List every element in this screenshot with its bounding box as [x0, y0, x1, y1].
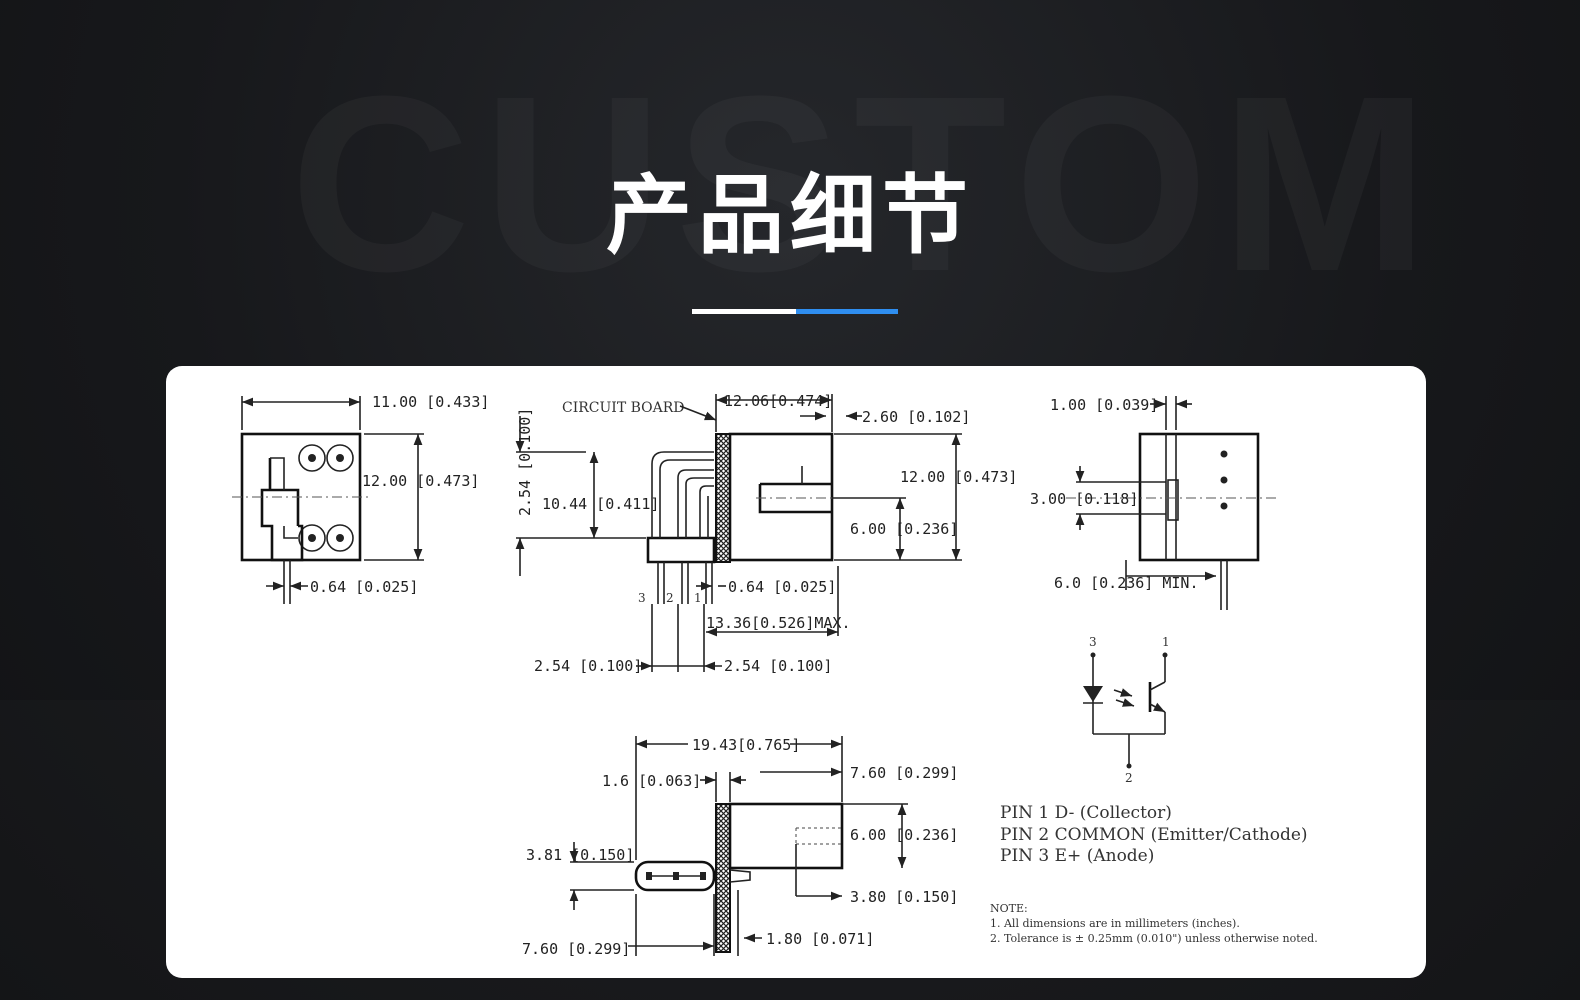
schematic-pin-3: 3 — [1089, 635, 1097, 649]
pin-number-3: 3 — [638, 591, 646, 605]
note-item-1: 1. All dimensions are in millimeters (in… — [990, 917, 1240, 930]
bar-height-dim: 3.81 [0.150] — [526, 846, 634, 864]
slot-offset-dim: 2.60 [0.102] — [862, 408, 970, 426]
pin-offset-dim: 1.80 [0.071] — [766, 930, 874, 948]
pin-bar — [634, 860, 716, 892]
base-length-dim: 7.60 [0.299] — [522, 940, 630, 958]
title-underline-blue — [796, 309, 898, 314]
right-pin-length-dim: 6.0 [0.236] MIN. — [1054, 574, 1199, 592]
bottom-total-length-dim: 19.43[0.765] — [692, 736, 800, 754]
side-view: CIRCUIT BOARD 12.06[0.474] 2.60 [0.102] … — [515, 392, 1017, 675]
right-view: 1.00 [0.039] 3.00 [0.118] 6.0 [0.236] MI… — [1030, 396, 1276, 610]
optocoupler-schematic: 3 1 2 — [1083, 635, 1170, 785]
board-height-dim: 10.44 [0.411] — [542, 495, 659, 513]
side-height-dim: 12.00 [0.473] — [900, 468, 1017, 486]
bottom-board-section — [715, 803, 731, 953]
bottom-slot-width-dim: 3.80 [0.150] — [850, 888, 958, 906]
left-pin-width-dim: 0.64 [0.025] — [310, 578, 418, 596]
board-thickness-dim: 1.6 [0.063] — [602, 772, 701, 790]
drawing-notes: NOTE: 1. All dimensions are in millimete… — [990, 902, 1318, 945]
technical-drawing: 11.00 [0.433] 12.00 [0.473] 0.64 [0.025]… — [232, 392, 1318, 958]
title-underline-white — [692, 309, 796, 314]
bottom-body-outline — [728, 802, 844, 870]
right-slot-width-dim: 1.00 [0.039] — [1050, 396, 1158, 414]
pin-1-description: PIN 1 D- (Collector) — [1000, 803, 1172, 823]
note-heading: NOTE: — [990, 902, 1028, 915]
led-diode-icon — [1083, 686, 1103, 702]
pin-3-description: PIN 3 E+ (Anode) — [1000, 846, 1154, 866]
arm-length-dim: 7.60 [0.299] — [850, 764, 958, 782]
side-pin-width-dim: 0.64 [0.025] — [728, 578, 836, 596]
circuit-board-section — [715, 433, 731, 563]
right-slot-height-dim: 3.00 [0.118] — [1030, 490, 1138, 508]
pin-legend: PIN 1 D- (Collector) PIN 2 COMMON (Emitt… — [1000, 803, 1308, 866]
schematic-pin-2: 2 — [1125, 771, 1133, 785]
pitch-right-dim: 2.54 [0.100] — [724, 657, 832, 675]
bottom-view: 19.43[0.765] 1.6 [0.063] 7.60 [0.299] 3.… — [522, 736, 958, 958]
left-height-dim: 12.00 [0.473] — [362, 472, 479, 490]
circuit-board-label: CIRCUIT BOARD — [562, 400, 685, 416]
side-body-outline — [728, 432, 834, 562]
slot-depth-dim: 6.00 [0.236] — [850, 826, 958, 844]
max-length-dim: 13.36[0.526]MAX. — [706, 614, 851, 632]
page-title: 产品细节 — [606, 166, 974, 266]
pin-2-description: PIN 2 COMMON (Emitter/Cathode) — [1000, 825, 1308, 845]
left-view: 11.00 [0.433] 12.00 [0.473] 0.64 [0.025] — [232, 393, 489, 604]
pin-number-1: 1 — [694, 591, 702, 605]
product-drawing-panel: 11.00 [0.433] 12.00 [0.473] 0.64 [0.025]… — [166, 366, 1426, 978]
note-item-2: 2. Tolerance is ± 0.25mm (0.010") unless… — [990, 932, 1318, 945]
schematic-pin-1: 1 — [1162, 635, 1170, 649]
side-pitch-vertical-dim: 2.54 [0.100] — [516, 408, 534, 516]
pitch-left-dim: 2.54 [0.100] — [534, 657, 642, 675]
slot-center-dim: 6.00 [0.236] — [850, 520, 958, 538]
right-body-outline — [1138, 432, 1260, 562]
side-top-width-dim: 12.06[0.474] — [724, 392, 832, 410]
left-width-dim: 11.00 [0.433] — [372, 393, 489, 411]
pin-number-2: 2 — [666, 591, 674, 605]
